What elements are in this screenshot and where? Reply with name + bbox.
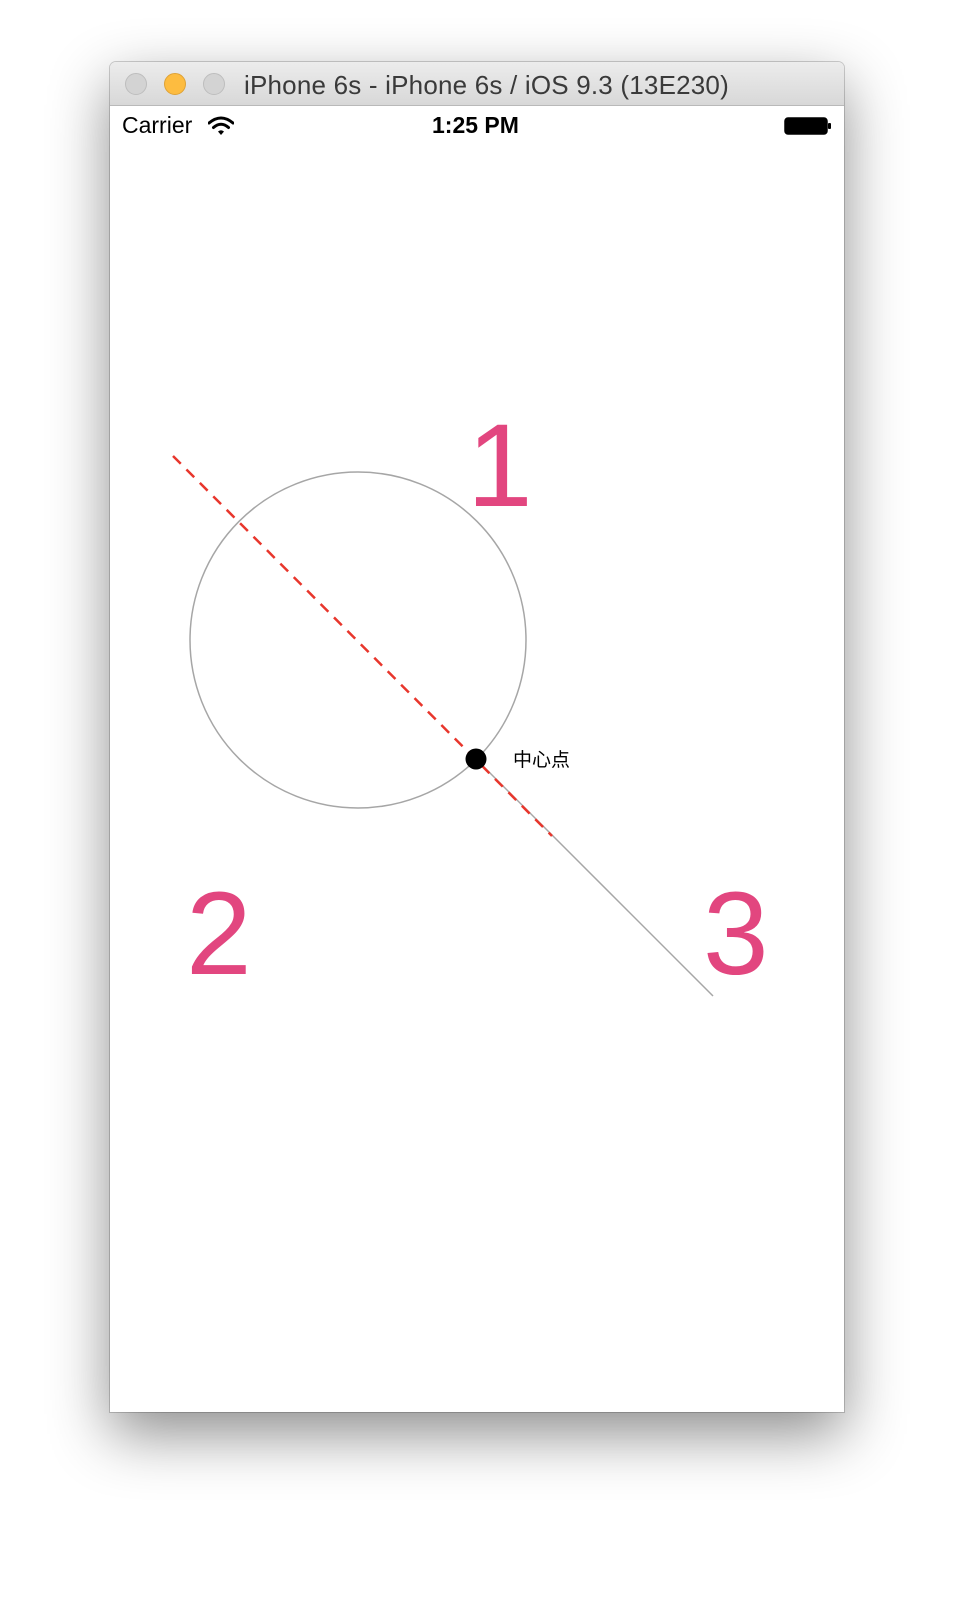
dashed-line xyxy=(172,455,553,837)
wifi-icon xyxy=(208,116,234,135)
region-label-2: 2 xyxy=(186,868,252,1000)
status-time: 1:25 PM xyxy=(432,112,519,138)
minimize-button[interactable] xyxy=(164,73,186,95)
title-bar[interactable]: iPhone 6s - iPhone 6s / iOS 9.3 (13E230) xyxy=(110,62,844,106)
zoom-button[interactable] xyxy=(203,73,225,95)
region-label-1: 1 xyxy=(467,400,533,532)
region-label-3: 3 xyxy=(703,868,769,1000)
window-title: iPhone 6s - iPhone 6s / iOS 9.3 (13E230) xyxy=(244,70,729,100)
gray-circle xyxy=(189,471,527,809)
center-point-label: 中心点 xyxy=(513,749,570,771)
simulator-window: iPhone 6s - iPhone 6s / iOS 9.3 (13E230)… xyxy=(110,62,844,1412)
carrier-label: Carrier xyxy=(122,112,193,138)
status-bar: Carrier 1:25 PM xyxy=(110,106,844,146)
drawing-canvas: 1 2 3 中心点 xyxy=(172,400,769,1000)
center-point xyxy=(465,748,487,770)
close-button[interactable] xyxy=(125,73,147,95)
battery-icon xyxy=(784,117,831,135)
device-screen[interactable]: Carrier 1:25 PM 1 2 3 xyxy=(110,106,844,1412)
